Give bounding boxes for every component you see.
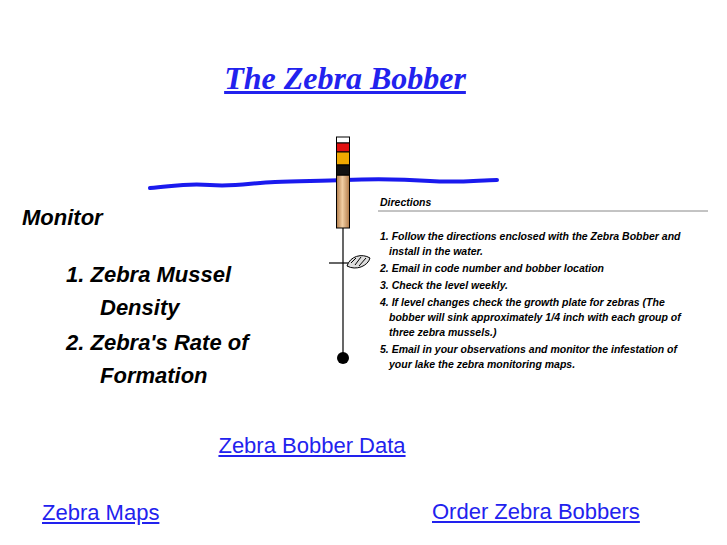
bobber-float [337,137,350,228]
water-line [150,179,497,188]
monitor-item: 2. Zebra's Rate of Formation [66,326,314,392]
data-link: Zebra Bobber Data [218,433,405,459]
direction-step: 1. Follow the directions enclosed with t… [380,229,689,259]
directions-rule [378,211,708,212]
sinker [337,352,349,364]
monitor-heading: Monitor [22,205,103,231]
maps-link: Zebra Maps [42,500,159,526]
bobber-stem [342,228,343,356]
direction-step: 2. Email in code number and bobber locat… [380,261,689,276]
monitor-item: 1. Zebra Mussel Density [66,258,314,324]
order-link: Order Zebra Bobbers [432,499,640,525]
direction-step: 3. Check the level weekly. [380,278,689,293]
page-title: The Zebra Bobber [224,60,466,97]
direction-step: 5. Email in your observations and monito… [380,342,689,372]
directions-heading: Directions [380,196,431,208]
direction-step: 4. If level changes check the growth pla… [380,295,689,340]
mussel-icon [347,256,370,268]
